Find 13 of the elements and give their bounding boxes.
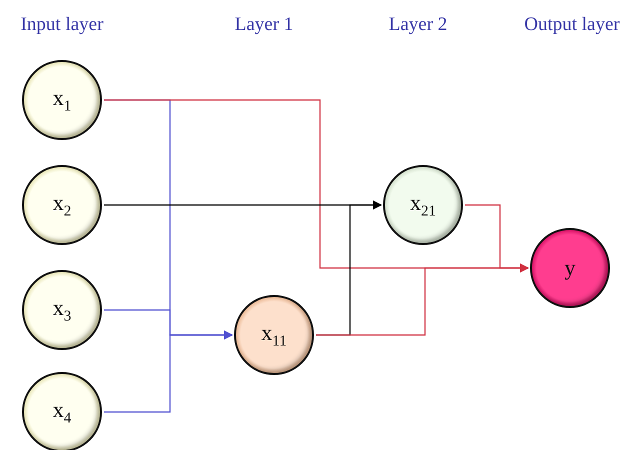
neuron-label: x$_{21}$	[410, 190, 436, 220]
layer-heading: Output layer	[524, 14, 620, 36]
layer-heading: Layer 1	[234, 14, 294, 36]
neuron-label: x$_{11}$	[261, 320, 287, 350]
layer-heading: Layer 2	[388, 14, 448, 36]
neuron-label: y	[564, 255, 576, 281]
connector-arrow	[104, 330, 233, 413]
neuron-label: x$_{1}$	[52, 84, 72, 116]
connector-arrow	[465, 204, 529, 272]
neuron-label: x$_{3}$	[52, 294, 72, 326]
neuron-label: x$_{4}$	[52, 396, 72, 428]
neuron-label: x$_{2}$	[52, 190, 72, 220]
layer-heading: Input layer	[20, 14, 104, 36]
